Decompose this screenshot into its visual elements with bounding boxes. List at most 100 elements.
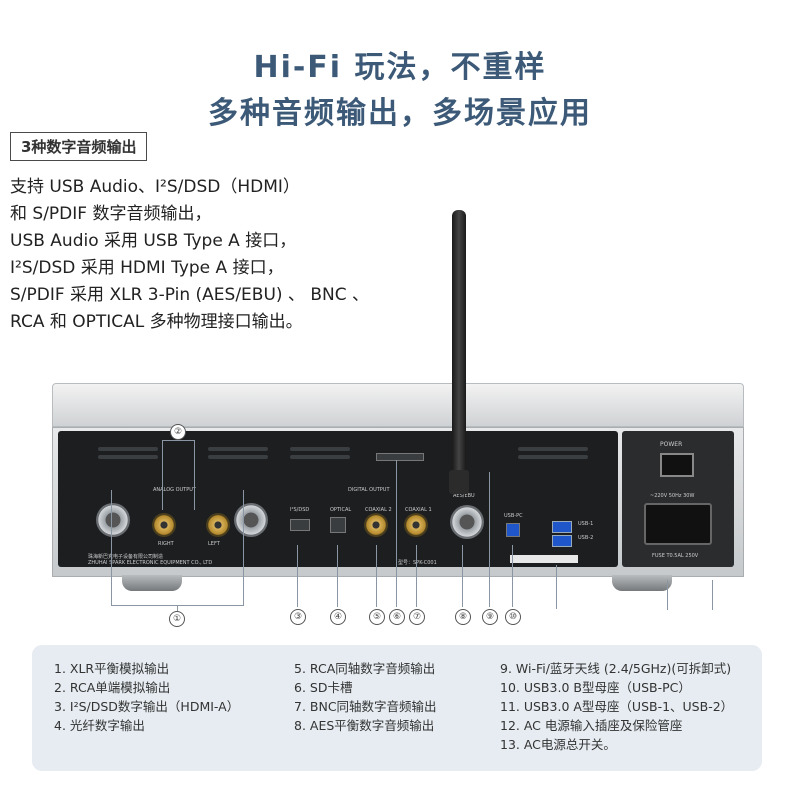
callout-line: [376, 545, 377, 607]
coaxial1-label: COAXIAL 1: [405, 507, 432, 513]
callout-line: [556, 565, 557, 609]
left-label: LEFT: [208, 541, 220, 547]
legend-item: 12. AC 电源输入插座及保险管座: [500, 718, 683, 733]
callout-3: ③: [290, 609, 306, 625]
legend-item: 13. AC电源总开关。: [500, 737, 616, 752]
callout-4: ④: [330, 609, 346, 625]
legend-item: 2. RCA单端模拟输出: [54, 680, 171, 695]
vent: [208, 447, 268, 451]
vent: [98, 447, 158, 451]
callout-line: [162, 440, 163, 510]
desc-line: I²S/DSD 采用 HDMI Type A 接口，: [10, 258, 284, 278]
callout-5: ⑤: [369, 609, 385, 625]
sd-card-slot[interactable]: [376, 453, 424, 461]
analog-output-label: ANALOG OUTPUT: [153, 487, 196, 493]
desc-line: S/PDIF 采用 XLR 3-Pin (AES/EBU) 、 BNC 、: [10, 285, 369, 305]
description: 支持 USB Audio、I²S/DSD（HDMI） 和 S/PDIF 数字音频…: [10, 174, 369, 336]
legend-item: 3. I²S/DSD数字输出（HDMI-A）: [54, 699, 240, 714]
callout-line: [337, 545, 338, 607]
usb-a-port-2[interactable]: [552, 535, 572, 547]
rca-left-output[interactable]: [206, 513, 230, 537]
callout-6: ⑥: [389, 609, 405, 625]
callout-line: [297, 545, 298, 607]
legend-column-2: 5. RCA同轴数字音频输出 6. SD卡槽 7. BNC同轴数字音频输出 8.…: [294, 659, 437, 735]
right-label: RIGHT: [158, 541, 174, 547]
legend-item: 10. USB3.0 B型母座（USB-PC）: [500, 680, 691, 695]
optical-label: OPTICAL: [330, 507, 352, 513]
callout-line: [162, 440, 195, 441]
legend-item: 1. XLR平衡模拟输出: [54, 661, 170, 676]
serial-sticker: [510, 555, 578, 563]
port-legend: 1. XLR平衡模拟输出 2. RCA单端模拟输出 3. I²S/DSD数字输出…: [32, 645, 762, 771]
callout-line: [177, 605, 178, 611]
power-label: POWER: [660, 441, 683, 448]
callout-line: [396, 460, 397, 607]
legend-item: 9. Wi-Fi/蓝牙天线 (2.4/5GHz)(可拆卸式): [500, 661, 732, 676]
voltage-label: ~220V 50Hz 30W: [650, 493, 695, 499]
antenna-base: [449, 470, 469, 494]
callout-line: [667, 580, 668, 610]
callout-line: [416, 545, 417, 607]
desc-line: 和 S/PDIF 数字音频输出，: [10, 204, 212, 224]
callout-line: [489, 472, 490, 607]
headline-1: Hi-Fi 玩法，不重样: [253, 50, 547, 85]
aes-ebu-label: AES/EBU: [453, 493, 475, 499]
wifi-antenna: [452, 210, 466, 490]
vent: [518, 447, 588, 451]
maker-en: ZHUHAI SPARK ELECTRONIC EQUIPMENT CO., L…: [88, 560, 213, 566]
desc-line: RCA 和 OPTICAL 多种物理接口输出。: [10, 312, 303, 332]
device-rear-panel: ANALOG OUTPUT DIGITAL OUTPUT I²S/DSD OPT…: [52, 383, 744, 593]
legend-column-1: 1. XLR平衡模拟输出 2. RCA单端模拟输出 3. I²S/DSD数字输出…: [54, 659, 239, 735]
ac-power-inlet[interactable]: [644, 503, 712, 545]
callout-10: ⑩: [505, 609, 521, 625]
callout-line: [243, 490, 244, 605]
digital-output-label: DIGITAL OUTPUT: [348, 487, 390, 493]
aes-ebu-port[interactable]: [450, 505, 484, 539]
usb2-label: USB-2: [578, 535, 594, 541]
chassis-top: [52, 383, 744, 427]
fuse-label: FUSE T0.5AL 250V: [652, 553, 699, 559]
coaxial2-label: COAXIAL 2: [365, 507, 392, 513]
maker-cn: 珠海新巴克电子设备有限公司制造: [88, 554, 164, 560]
section-tag: 3种数字音频输出: [10, 132, 148, 161]
legend-item: 5. RCA同轴数字音频输出: [294, 661, 436, 676]
legend-item: 4. 光纤数字输出: [54, 718, 145, 733]
legend-item: 8. AES平衡数字音频输出: [294, 718, 435, 733]
callout-1: ①: [169, 611, 185, 627]
callout-line: [111, 490, 112, 605]
power-switch[interactable]: [660, 453, 694, 477]
headline-2: 多种音频输出，多场景应用: [208, 96, 592, 131]
desc-line: USB Audio 采用 USB Type A 接口，: [10, 231, 297, 251]
model-label: 型号：SPK-C001: [398, 560, 437, 566]
power-section: POWER ~220V 50Hz 30W FUSE T0.5AL 250V: [622, 431, 734, 567]
rca-right-output[interactable]: [152, 513, 176, 537]
vent: [518, 455, 588, 459]
optical-port[interactable]: [330, 517, 346, 533]
vent: [290, 455, 350, 459]
usb-b-port[interactable]: [506, 523, 520, 537]
xlr-left-output[interactable]: [234, 503, 268, 537]
hdmi-i2s-port[interactable]: [290, 519, 310, 531]
coaxial2-port[interactable]: [364, 513, 388, 537]
legend-item: 6. SD卡槽: [294, 680, 353, 695]
usb-pc-label: USB-PC: [504, 513, 523, 519]
usb-a-port-1[interactable]: [552, 521, 572, 533]
desc-line: 支持 USB Audio、I²S/DSD（HDMI）: [10, 177, 300, 197]
i2s-label: I²S/DSD: [290, 507, 310, 513]
callout-line: [712, 580, 713, 610]
vent: [290, 447, 350, 451]
vent: [208, 455, 268, 459]
callout-9: ⑨: [482, 609, 498, 625]
legend-column-3: 9. Wi-Fi/蓝牙天线 (2.4/5GHz)(可拆卸式) 10. USB3.…: [500, 659, 733, 754]
callout-line: [462, 545, 463, 607]
xlr-right-output[interactable]: [96, 503, 130, 537]
vent: [98, 455, 158, 459]
callout-line: [194, 440, 195, 510]
rear-panel-left: ANALOG OUTPUT DIGITAL OUTPUT I²S/DSD OPT…: [58, 431, 618, 567]
usb1-label: USB-1: [578, 521, 594, 527]
callout-2: ②: [170, 424, 186, 440]
callout-line: [512, 545, 513, 607]
device-foot: [122, 575, 182, 591]
bnc-coaxial1-port[interactable]: [404, 513, 428, 537]
legend-item: 11. USB3.0 A型母座（USB-1、USB-2）: [500, 699, 734, 714]
